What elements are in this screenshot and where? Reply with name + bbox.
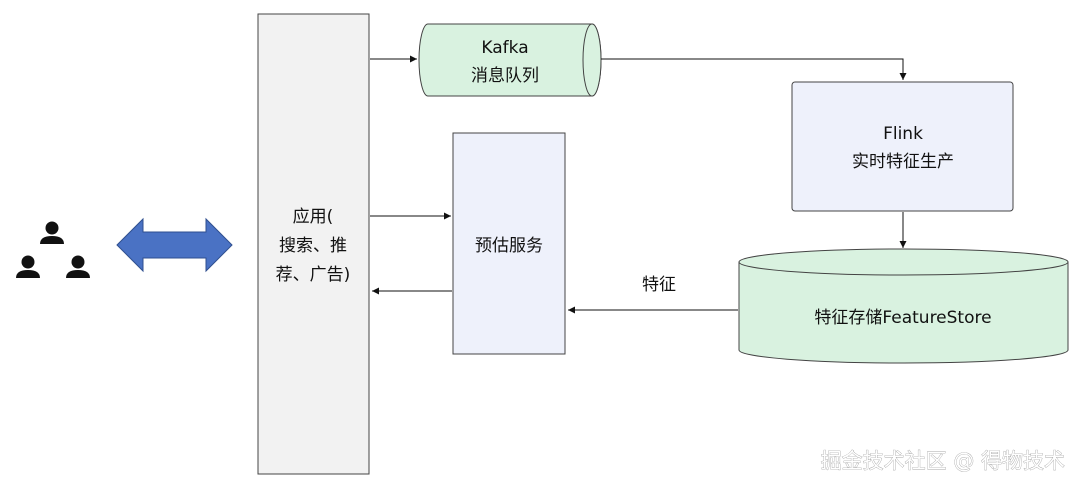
feature-store-label: 特征存储FeatureStore (814, 308, 991, 328)
arrow-kafka-to-flink (601, 58, 907, 80)
flink-label-line2: 实时特征生产 (852, 152, 954, 172)
user-icon (66, 255, 90, 278)
kafka-queue: Kafka 消息队列 (418, 23, 602, 97)
kafka-label-line2: 消息队列 (471, 66, 539, 86)
user-icon (16, 255, 40, 278)
prediction-service-box: 预估服务 (452, 132, 566, 355)
bidirectional-arrow (116, 217, 233, 273)
app-label-line3: 荐、广告) (276, 265, 351, 285)
kafka-label-line1: Kafka (481, 38, 528, 58)
user-icon (40, 221, 64, 244)
user-group-icon (16, 221, 90, 278)
app-label-line2: 搜索、推 (279, 236, 347, 256)
feature-edge-label: 特征 (642, 275, 676, 295)
prediction-service-label: 预估服务 (475, 236, 543, 256)
flink-label-line1: Flink (883, 124, 923, 144)
watermark-text: 掘金技术社区 @ 得物技术 (821, 449, 1065, 473)
feature-store-db: 特征存储FeatureStore (738, 248, 1069, 364)
application-box: 应用( 搜索、推 荐、广告) (257, 13, 370, 475)
app-label-line1: 应用( (293, 207, 334, 227)
flink-box: Flink 实时特征生产 (791, 81, 1014, 212)
